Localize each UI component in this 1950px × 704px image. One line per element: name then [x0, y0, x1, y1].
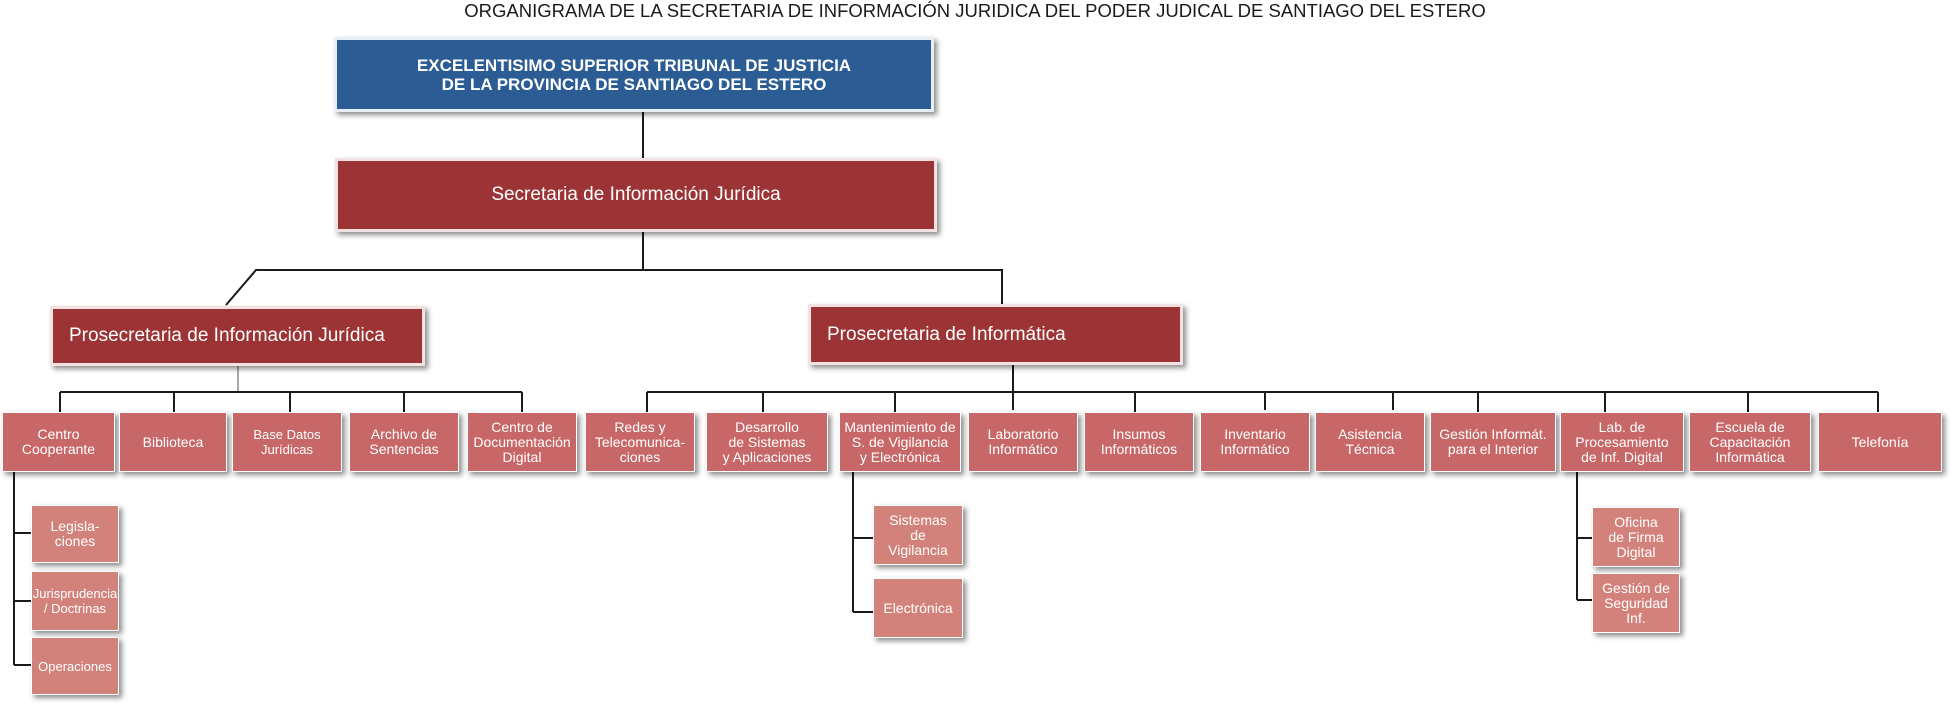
- dept-mantenimiento-vigilancia: Mantenimiento de S. de Vigilancia y Elec…: [839, 412, 961, 472]
- dept-archivo-sentencias: Archivo de Sentencias: [349, 412, 459, 472]
- sub-oficina-firma-digital: Oficina de Firma Digital: [1592, 507, 1680, 567]
- sub-operaciones: Operaciones: [31, 637, 119, 695]
- sub-legislaciones: Legisla- ciones: [31, 505, 119, 563]
- tribunal-box: EXCELENTISIMO SUPERIOR TRIBUNAL DE JUSTI…: [334, 37, 934, 112]
- dept-biblioteca: Biblioteca: [119, 412, 227, 472]
- dept-gestion-informat-interior: Gestión Informát. para el Interior: [1430, 412, 1556, 472]
- dept-centro-cooperante: Centro Cooperante: [2, 412, 115, 472]
- sub-electronica: Electrónica: [873, 578, 963, 638]
- page-title: ORGANIGRAMA DE LA SECRETARIA DE INFORMAC…: [464, 0, 1486, 21]
- sub-sistemas-vigilancia: Sistemas de Vigilancia: [873, 505, 963, 565]
- dept-telefonia: Telefonía: [1818, 412, 1942, 472]
- dept-inventario-informatico: Inventario Informático: [1200, 412, 1310, 472]
- dept-lab-procesamiento-digital: Lab. de Procesamiento de Inf. Digital: [1560, 412, 1684, 472]
- dept-escuela-capacitacion: Escuela de Capacitación Informática: [1689, 412, 1811, 472]
- dept-asistencia-tecnica: Asistencia Técnica: [1315, 412, 1425, 472]
- dept-redes-telecomunicaciones: Redes y Telecomunica- ciones: [585, 412, 695, 472]
- sub-gestion-seguridad: Gestión de Seguridad Inf.: [1592, 573, 1680, 633]
- dept-centro-documentacion: Centro de Documentación Digital: [467, 412, 577, 472]
- prosecretaria-juridica-box: Prosecretaria de Información Jurídica: [50, 306, 425, 366]
- dept-desarrollo-sistemas: Desarrollo de Sistemas y Aplicaciones: [706, 412, 828, 472]
- prosecretaria-informatica-box: Prosecretaria de Informática: [808, 304, 1183, 365]
- sub-jurisprudencia-doctrinas: Jurisprudencia / Doctrinas: [31, 571, 119, 631]
- secretaria-box: Secretaria de Información Jurídica: [335, 158, 937, 232]
- dept-laboratorio-informatico: Laboratorio Informático: [968, 412, 1078, 472]
- dept-base-datos-juridicas: Base Datos Jurídicas: [232, 412, 342, 472]
- dept-insumos-informaticos: Insumos Informáticos: [1084, 412, 1194, 472]
